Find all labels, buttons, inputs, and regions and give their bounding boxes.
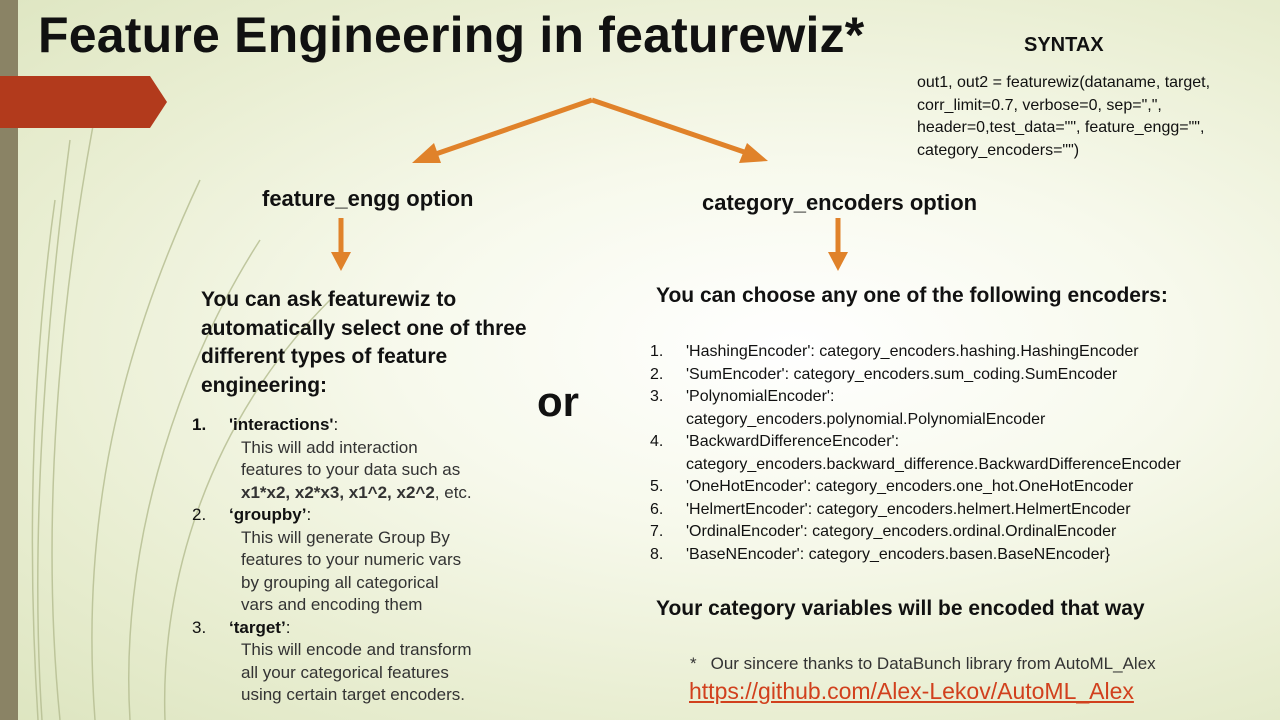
list-item: 5. 'OneHotEncoder': category_encoders.one… <box>650 476 1270 499</box>
option-desc: This will encode and transform <box>192 639 522 662</box>
option-desc: vars and encoding them <box>192 594 522 617</box>
interaction-examples: x1*x2, x2*x3, x1^2, x2^2 <box>241 483 435 502</box>
syntax-line: out1, out2 = featurewiz(dataname, target… <box>917 72 1277 95</box>
list-number: 5. <box>650 476 663 499</box>
syntax-line: category_encoders="") <box>917 140 1277 163</box>
option-desc: all your categorical features <box>192 662 522 685</box>
list-item: 1. 'HashingEncoder': category_encoders.ha… <box>650 341 1270 364</box>
option-desc: using certain target encoders. <box>192 684 522 707</box>
list-number: 1. <box>650 341 663 364</box>
category-encoders-intro: You can choose any one of the following … <box>656 284 1168 308</box>
syntax-line: header=0,test_data="", feature_engg="", <box>917 117 1277 140</box>
thanks-text: Our sincere thanks to DataBunch library … <box>711 654 1156 673</box>
list-number: 4. <box>650 431 663 454</box>
thanks-note: * Our sincere thanks to DataBunch library… <box>690 654 1156 674</box>
examples-tail: , etc. <box>435 483 472 502</box>
or-label: or <box>537 378 579 426</box>
encoder-list: 1. 'HashingEncoder': category_encoders.ha… <box>650 341 1270 566</box>
encoder-line: 'HelmertEncoder': category_encoders.helm… <box>686 499 1270 522</box>
list-item: 2. 'SumEncoder': category_encoders.sum_co… <box>650 364 1270 387</box>
list-number: 8. <box>650 544 663 567</box>
flag-decoration <box>0 76 167 128</box>
category-encoders-option-title: category_encoders option <box>702 190 977 216</box>
arrow-split-icon <box>412 100 768 163</box>
category-encoders-note: Your category variables will be encoded … <box>656 597 1145 621</box>
syntax-line: corr_limit=0.7, verbose=0, sep=",", <box>917 95 1277 118</box>
list-number: 1. <box>192 414 206 437</box>
option-desc: features to your data such as <box>192 459 522 482</box>
list-number: 3. <box>192 617 206 640</box>
encoder-line: 'HashingEncoder': category_encoders.hash… <box>686 341 1270 364</box>
list-item: 8. 'BaseNEncoder': category_encoders.base… <box>650 544 1270 567</box>
list-item: 3. ‘target’: This will encode and transf… <box>192 617 522 707</box>
encoder-line: 'SumEncoder': category_encoders.sum_codi… <box>686 364 1270 387</box>
github-link[interactable]: https://github.com/Alex-Lekov/AutoML_Ale… <box>689 678 1134 705</box>
option-desc: This will add interaction <box>192 437 522 460</box>
list-item: 1. 'interactions': This will add interac… <box>192 414 522 504</box>
encoder-line: category_encoders.polynomial.PolynomialE… <box>686 409 1270 432</box>
option-name: 'interactions' <box>229 415 333 434</box>
option-suffix: : <box>306 505 311 524</box>
option-desc: by grouping all categorical <box>192 572 522 595</box>
encoder-line: 'OneHotEncoder': category_encoders.one_h… <box>686 476 1270 499</box>
footnote-star: * <box>690 654 697 673</box>
encoder-line: 'OrdinalEncoder': category_encoders.ordi… <box>686 521 1270 544</box>
list-number: 3. <box>650 386 663 409</box>
option-desc: features to your numeric vars <box>192 549 522 572</box>
option-suffix: : <box>333 415 338 434</box>
encoder-line: 'BackwardDifferenceEncoder': <box>686 431 1270 454</box>
encoder-line: 'BaseNEncoder': category_encoders.basen.… <box>686 544 1270 567</box>
feature-engg-list: 1. 'interactions': This will add interac… <box>192 414 522 707</box>
feature-engg-option-title: feature_engg option <box>262 186 473 212</box>
option-name: ‘groupby’ <box>229 505 306 524</box>
list-number: 2. <box>650 364 663 387</box>
page-title: Feature Engineering in featurewiz* <box>38 6 864 64</box>
syntax-heading: SYNTAX <box>1024 34 1104 57</box>
syntax-code-block: out1, out2 = featurewiz(dataname, target… <box>917 72 1277 162</box>
feature-engg-intro: You can ask featurewiz to automatically … <box>201 286 531 400</box>
encoder-line: 'PolynomialEncoder': <box>686 386 1270 409</box>
list-number: 6. <box>650 499 663 522</box>
arrow-down-icon <box>331 218 351 271</box>
list-item: 4. 'BackwardDifferenceEncoder':category_e… <box>650 431 1270 476</box>
list-item: 7. 'OrdinalEncoder': category_encoders.or… <box>650 521 1270 544</box>
list-number: 2. <box>192 504 206 527</box>
list-item: 2. ‘groupby’: This will generate Group B… <box>192 504 522 617</box>
arrow-down-icon <box>828 218 848 271</box>
option-name: ‘target’ <box>229 618 286 637</box>
list-item: 6. 'HelmertEncoder': category_encoders.he… <box>650 499 1270 522</box>
option-suffix: : <box>286 618 291 637</box>
list-number: 7. <box>650 521 663 544</box>
option-desc: This will generate Group By <box>192 527 522 550</box>
encoder-line: category_encoders.backward_difference.Ba… <box>686 454 1270 477</box>
list-item: 3. 'PolynomialEncoder':category_encoders.… <box>650 386 1270 431</box>
